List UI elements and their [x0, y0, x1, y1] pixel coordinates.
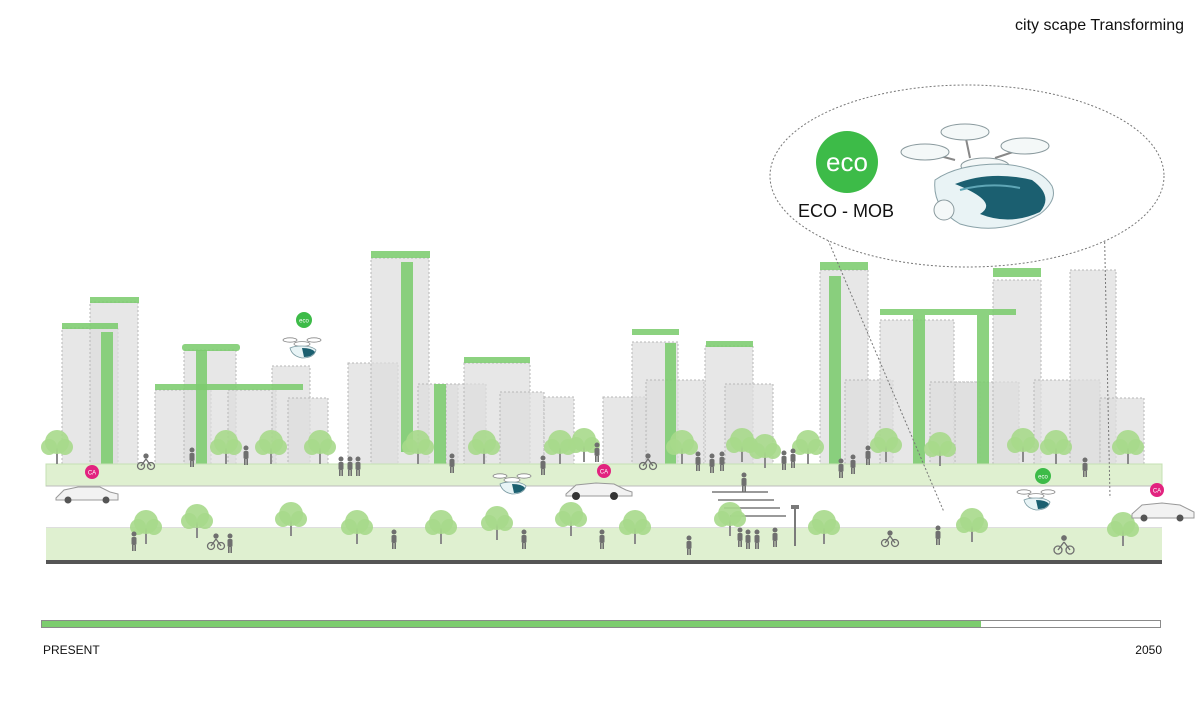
ground-line: [46, 560, 1162, 564]
timeline-progress-bar: [41, 620, 1161, 628]
timeline-end-label: 2050: [1135, 643, 1162, 657]
callout: eco ECO - MOB: [769, 84, 1165, 513]
svg-text:CA: CA: [600, 470, 608, 476]
car-right: [1131, 502, 1195, 522]
ca-badge: CA: [597, 464, 611, 478]
timeline-start-label: PRESENT: [43, 643, 100, 657]
car-middle: [565, 482, 633, 500]
eco-badge-text: eco: [826, 147, 868, 177]
svg-text:CA: CA: [1153, 489, 1161, 495]
eco-badge-small: eco: [1035, 468, 1051, 484]
eco-badge-large: [816, 131, 878, 193]
green-bridge: [155, 384, 303, 390]
green-column: [401, 262, 413, 452]
building: [499, 391, 545, 465]
svg-text:eco: eco: [299, 319, 309, 325]
green-column: [829, 276, 841, 464]
diagram-title: city scape Transforming: [1015, 17, 1184, 34]
ca-badge: CA: [1150, 483, 1164, 497]
roof-cap: [464, 357, 530, 363]
roof-cap: [820, 262, 868, 270]
car-left: [55, 486, 119, 504]
eco-mob-drone-icon: [900, 123, 1054, 229]
roof-cap: [993, 268, 1041, 277]
street-lamp: [791, 505, 799, 546]
green-structures: [62, 251, 1041, 464]
roof-cap: [182, 344, 240, 351]
green-column: [434, 384, 446, 464]
roof-cap: [371, 251, 430, 258]
green-bridge: [880, 309, 1016, 315]
roof-cap: [62, 323, 118, 329]
ca-badge: CA: [85, 465, 99, 479]
eco-mob-label: ECO - MOB: [798, 201, 894, 221]
green-column: [913, 315, 925, 464]
roof-cap: [90, 297, 139, 303]
cyclists: [136, 453, 1075, 555]
eco-badge-small: eco: [296, 312, 312, 328]
mini-drone-icon: [282, 337, 322, 359]
svg-text:eco: eco: [1038, 475, 1048, 481]
svg-text:CA: CA: [88, 471, 96, 477]
green-column: [977, 315, 989, 464]
green-column: [196, 350, 207, 464]
roof-cap: [632, 329, 679, 335]
green-column: [665, 343, 676, 464]
roof-cap: [706, 341, 753, 347]
timeline-progress-fill: [42, 621, 982, 627]
cityscape-scene: eco eco CA CA CA eco ECO - MOB: [41, 84, 1195, 564]
green-column: [101, 332, 113, 464]
crosswalk: [712, 491, 786, 517]
